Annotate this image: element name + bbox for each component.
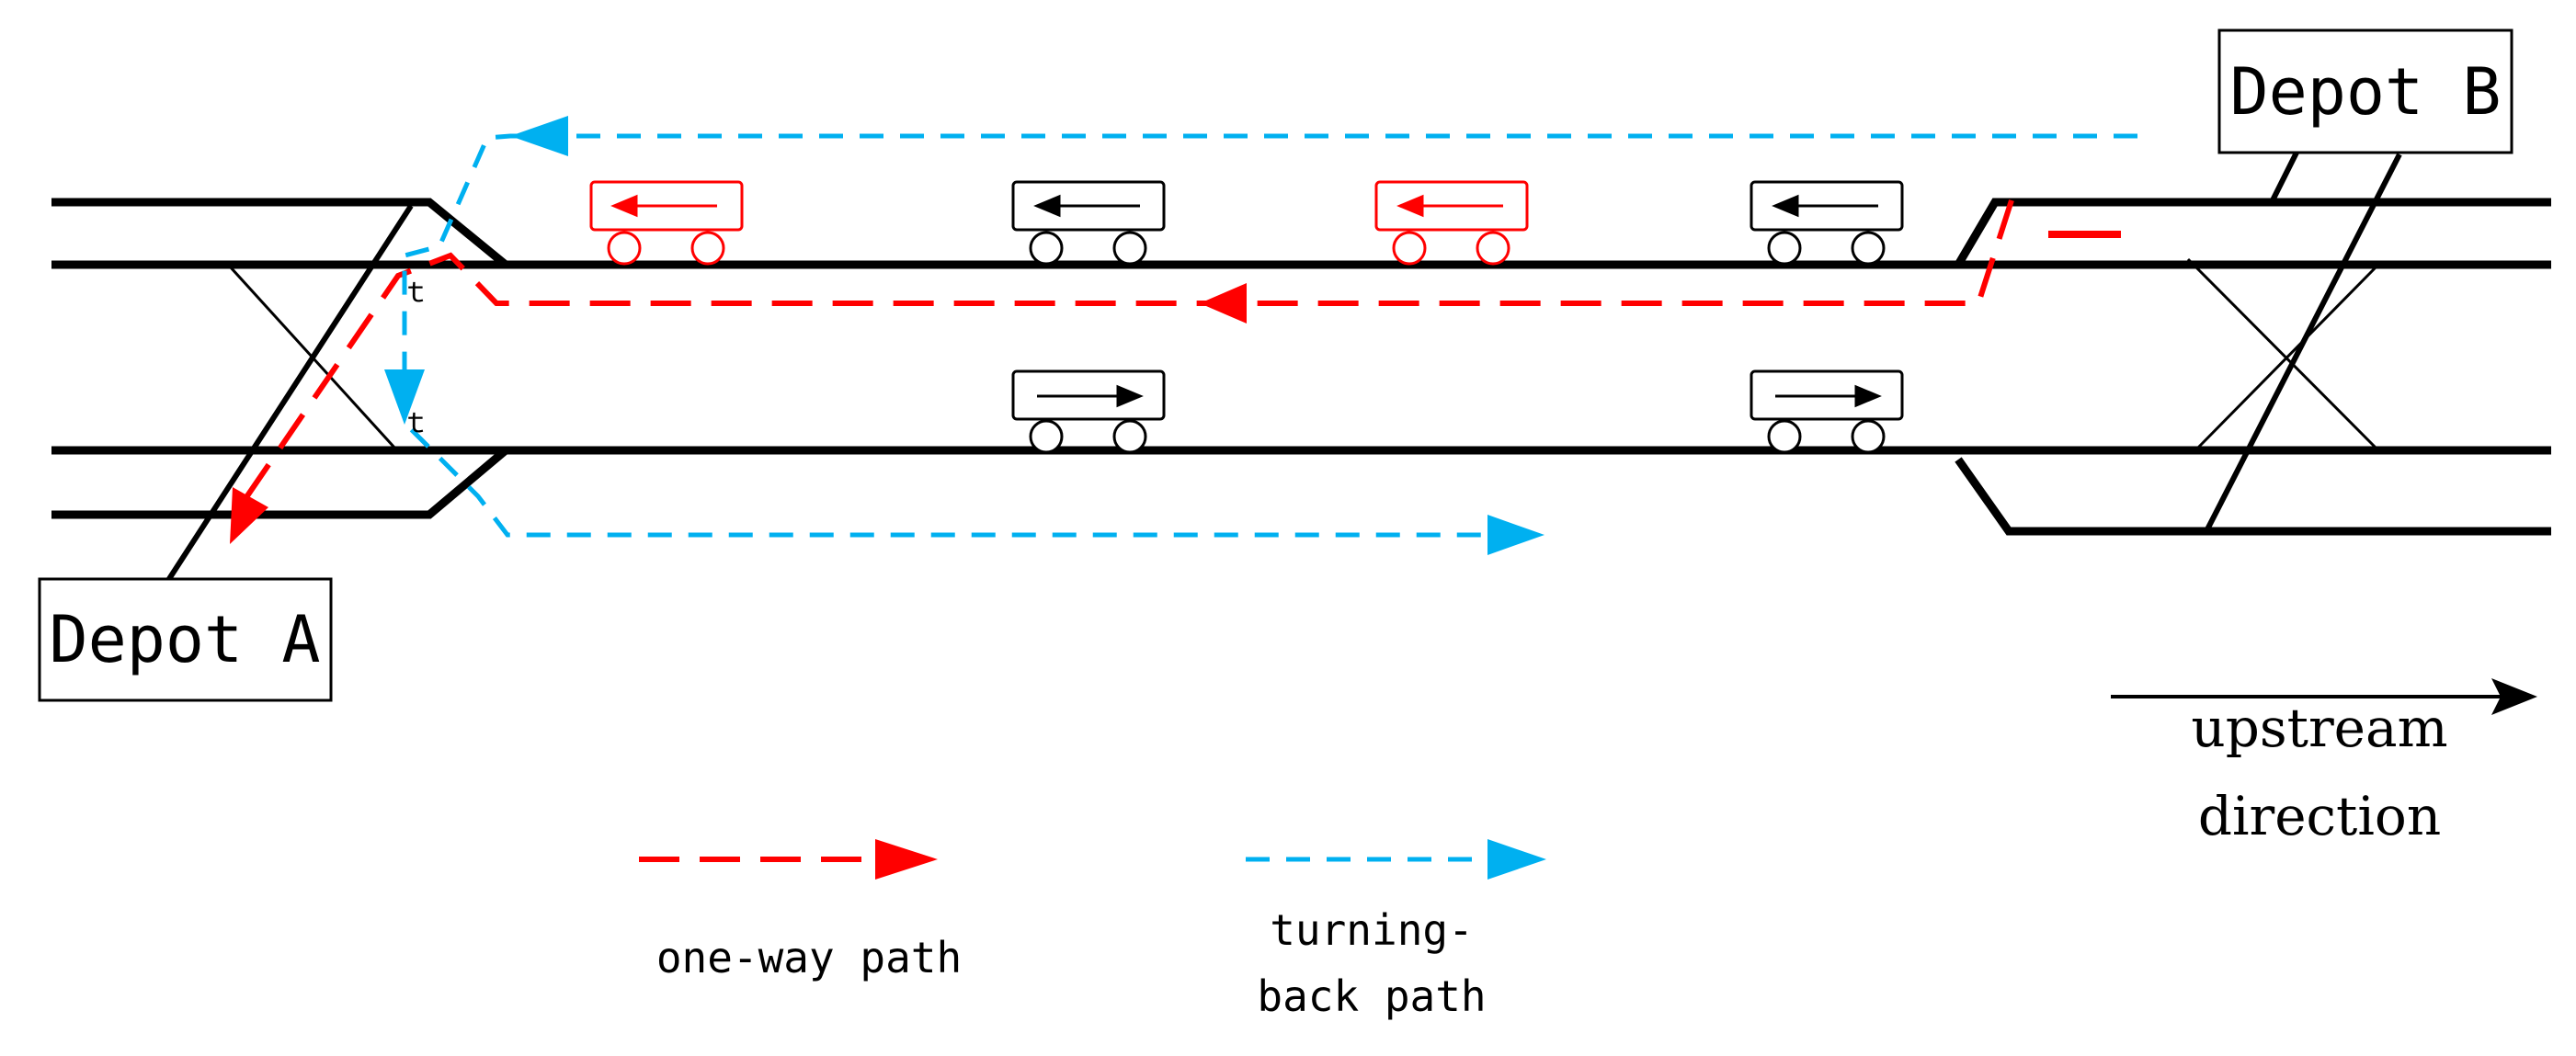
trains — [589, 180, 1904, 454]
direction-label-line2: direction — [2198, 785, 2441, 847]
left-top-siding — [51, 198, 508, 268]
legend-turning-back: turning- back path — [1246, 839, 1546, 1021]
junction-marker-1: ｔ — [402, 277, 429, 309]
legend-one-way: one-way path — [639, 839, 962, 982]
one-way-path-route — [230, 199, 2121, 544]
train-upper-3 — [1374, 180, 1529, 266]
left-bottom-siding — [51, 447, 508, 519]
turning-back-path-route — [384, 116, 2137, 555]
legend-turning-back-label-line2: back path — [1257, 971, 1486, 1021]
legend-turning-back-arrow — [1487, 839, 1546, 880]
train-upper-4 — [1750, 180, 1904, 266]
one-way-path-line — [232, 199, 2014, 517]
depot-b-label: Depot B — [2229, 54, 2501, 130]
one-way-path-arrow-head-end — [230, 487, 268, 544]
train-lower-2 — [1750, 369, 1904, 454]
legend-one-way-arrow — [875, 839, 938, 880]
junction-marker-2: ｔ — [402, 407, 429, 439]
turning-back-path-arrow-head-top — [510, 116, 568, 156]
main-tracks — [51, 198, 2551, 536]
direction-arrow-head — [2491, 678, 2537, 715]
legend-turning-back-label-line1: turning- — [1270, 905, 1474, 955]
direction-indicator: upstream direction — [2111, 678, 2537, 847]
turning-back-path-arrow-head-down — [384, 369, 425, 425]
depot-a-box: Depot A — [38, 577, 333, 702]
depot-a-link-track — [163, 204, 414, 586]
one-way-path-arrow-head-mid — [1200, 283, 1247, 324]
legend: one-way path turning- back path — [639, 839, 1546, 1021]
train-upper-1 — [589, 180, 744, 266]
right-crossover-b — [2195, 265, 2378, 450]
direction-label-line1: upstream — [2191, 697, 2447, 759]
legend-one-way-label: one-way path — [656, 933, 962, 982]
turning-back-path-arrow-head-right — [1487, 515, 1544, 555]
right-top-siding — [1955, 198, 2551, 267]
right-crossover-a — [2186, 257, 2378, 450]
depot-a-label: Depot A — [49, 602, 320, 677]
train-upper-2 — [1011, 180, 1166, 266]
train-lower-1 — [1011, 369, 1166, 454]
right-bottom-siding — [1955, 457, 2551, 536]
turning-back-path-line — [402, 133, 2137, 538]
depot-b-link-track-2 — [2204, 153, 2402, 533]
depot-b-box: Depot B — [2217, 28, 2513, 154]
